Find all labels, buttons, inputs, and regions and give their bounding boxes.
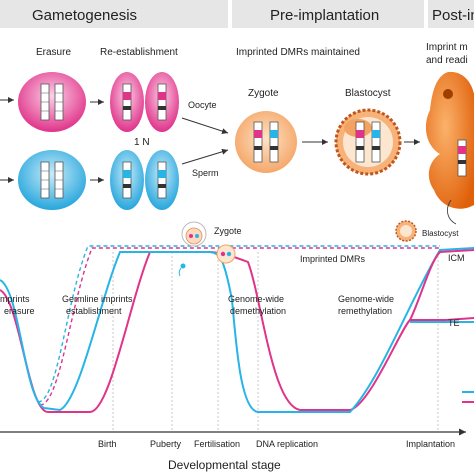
- sperm-icon: [178, 263, 186, 277]
- header-gametogenesis: Gametogenesis: [32, 7, 137, 24]
- maternal-genome-line: [0, 251, 474, 413]
- arrow-sperm: [181, 148, 229, 165]
- label-gw-remeth-2: remethylation: [338, 306, 392, 316]
- label-oocyte: Oocyte: [188, 100, 217, 110]
- label-1n: 1 N: [134, 137, 150, 148]
- blastocyst-icon: [395, 220, 417, 242]
- header-postimplantation-bg: [428, 0, 474, 28]
- embryo-illustration: [425, 71, 474, 225]
- zygote-icon: [181, 221, 207, 247]
- imprinted-dmr-paternal-line: [37, 245, 440, 403]
- label-gw-remeth-1: Genome-wide: [338, 294, 394, 304]
- label-gw-demeth-2: demethylation: [230, 306, 286, 316]
- label-erasure-chart: erasure: [4, 306, 35, 316]
- blastocyst-cell: [334, 108, 402, 176]
- maternal-icm-line: [409, 249, 474, 321]
- fertilisation-icon: [216, 244, 236, 264]
- x-axis-label: Developmental stage: [168, 458, 281, 472]
- label-post-line1: Imprint m: [426, 42, 468, 53]
- label-germline-1: Germline imprints: [62, 294, 133, 304]
- arrow-oocyte: [181, 117, 229, 134]
- top-illustration: Erasure Re-establishment Imprinted DMRs …: [0, 42, 474, 225]
- male-reestablished-cells: [110, 150, 179, 210]
- tick-dna-replication: DNA replication: [256, 439, 318, 449]
- header-preimplantation-bg: [232, 0, 424, 28]
- label-gw-demeth-1: Genome-wide: [228, 294, 284, 304]
- female-reestablished-cells: [110, 72, 179, 132]
- label-imprinted-dmrs: Imprinted DMRs: [300, 254, 366, 264]
- imprinted-dmr-maternal-line: [39, 247, 440, 406]
- label-icm: ICM: [448, 253, 465, 263]
- header-preimplantation: Pre-implantation: [270, 7, 379, 24]
- label-erasure: Erasure: [36, 47, 71, 58]
- tick-implantation: Implantation: [406, 439, 455, 449]
- female-erasure-cell: [18, 72, 86, 132]
- label-blastocyst-chart: Blastocyst: [422, 229, 459, 238]
- label-reestablishment: Re-establishment: [100, 47, 178, 58]
- label-zygote-top: Zygote: [248, 88, 279, 99]
- header-gametogenesis-bg: [0, 0, 228, 28]
- tick-puberty: Puberty: [150, 439, 182, 449]
- zygote-cell: [235, 111, 297, 173]
- label-maintained: Imprinted DMRs maintained: [236, 47, 360, 58]
- label-post-line2: and readi: [426, 55, 468, 66]
- label-zygote-chart: Zygote: [214, 226, 242, 236]
- header-postimplantation: Post-im: [432, 7, 474, 24]
- tick-birth: Birth: [98, 439, 117, 449]
- label-imprints: mprints: [0, 294, 30, 304]
- label-sperm: Sperm: [192, 168, 219, 178]
- tick-fertilisation: Fertilisation: [194, 439, 240, 449]
- stage-header: Gametogenesis Pre-implantation Post-im: [0, 0, 474, 28]
- label-blastocyst-top: Blastocyst: [345, 88, 391, 99]
- methylation-chart: Zygote Blastocyst Imprinted DMRs ICM TE …: [0, 220, 474, 472]
- label-te: TE: [448, 318, 460, 328]
- male-erasure-cell: [18, 150, 86, 210]
- label-germline-2: establishment: [66, 306, 122, 316]
